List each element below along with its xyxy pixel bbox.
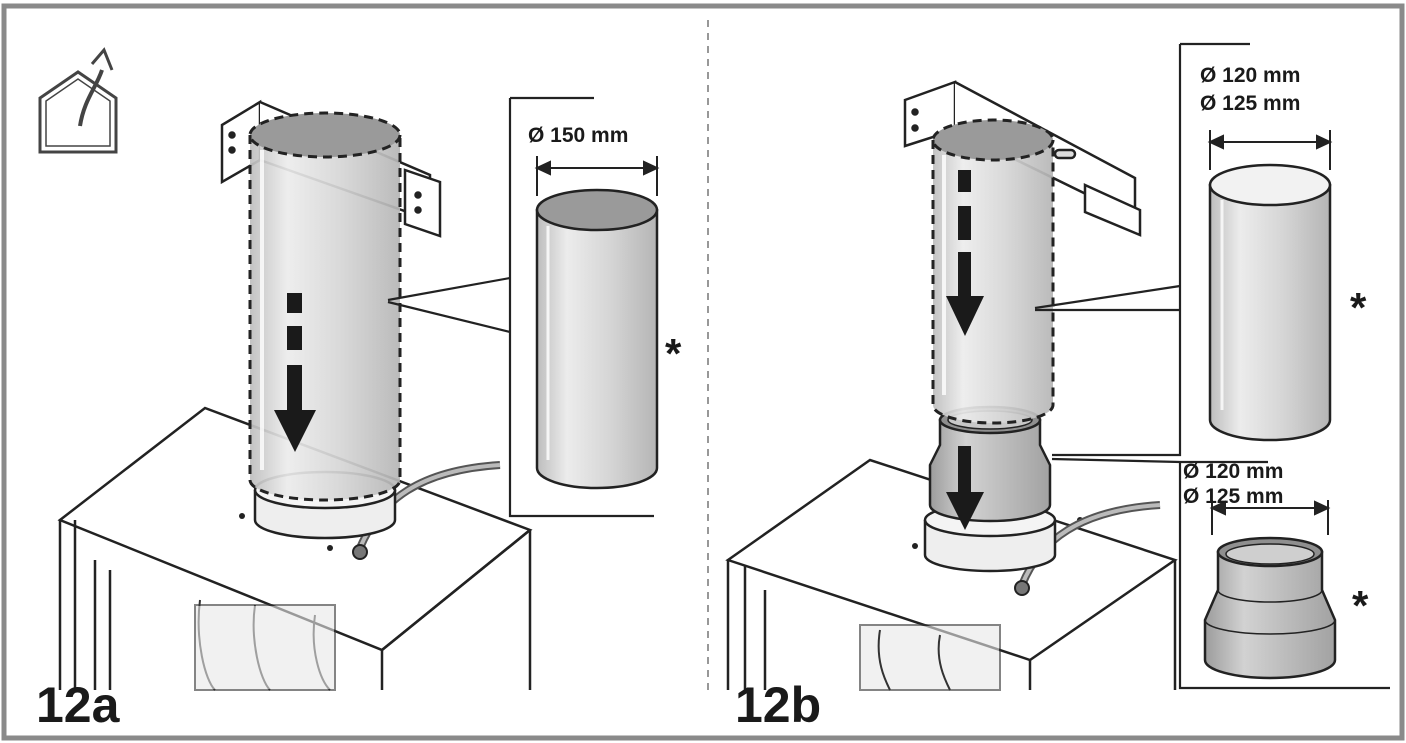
outer-frame [1, 3, 1405, 741]
exhaust-pipe [931, 118, 1055, 425]
figure-label: 12b [735, 677, 821, 733]
callout-leader [1034, 42, 1390, 690]
diameter-label: Ø 120 mm [1200, 64, 1300, 87]
callout-leader [387, 96, 654, 518]
panel-12b: Ø 120 mm Ø 125 mm * Ø 120 mm Ø 125 mm * … [725, 42, 1390, 733]
fan-housing [194, 599, 336, 691]
dimension-arrow [1209, 500, 1331, 535]
cable-gland [1014, 580, 1030, 596]
diameter-label: Ø 125 mm [1200, 92, 1300, 115]
optional-accessory-asterisk: * [1350, 284, 1367, 331]
cable-gland [352, 544, 368, 560]
mount-hole [912, 543, 918, 549]
exhaust-air-house-icon [38, 47, 118, 154]
figure-label: 12a [36, 677, 121, 733]
down-arrow-icon [946, 170, 984, 336]
detail-reducer [1203, 536, 1337, 680]
dimension-arrow [534, 156, 660, 196]
optional-accessory-asterisk: * [665, 330, 682, 377]
down-arrow-icon [274, 293, 316, 452]
diameter-label: Ø 150 mm [528, 124, 628, 147]
exhaust-pipe [248, 111, 402, 502]
mount-hole [327, 545, 333, 551]
panel-12a: Ø 150 mm * 12a [36, 47, 682, 733]
diameter-label: Ø 125 mm [1183, 485, 1283, 508]
fan-housing [859, 624, 1001, 691]
detail-pipe-150 [535, 188, 659, 490]
reducer-installed [928, 405, 1052, 523]
detail-pipe-120-125 [1208, 163, 1332, 442]
down-arrow-icon [946, 446, 984, 530]
diameter-label: Ø 120 mm [1183, 460, 1283, 483]
optional-accessory-asterisk: * [1352, 582, 1369, 629]
dimension-arrow [1207, 130, 1333, 170]
mount-hole [239, 513, 245, 519]
